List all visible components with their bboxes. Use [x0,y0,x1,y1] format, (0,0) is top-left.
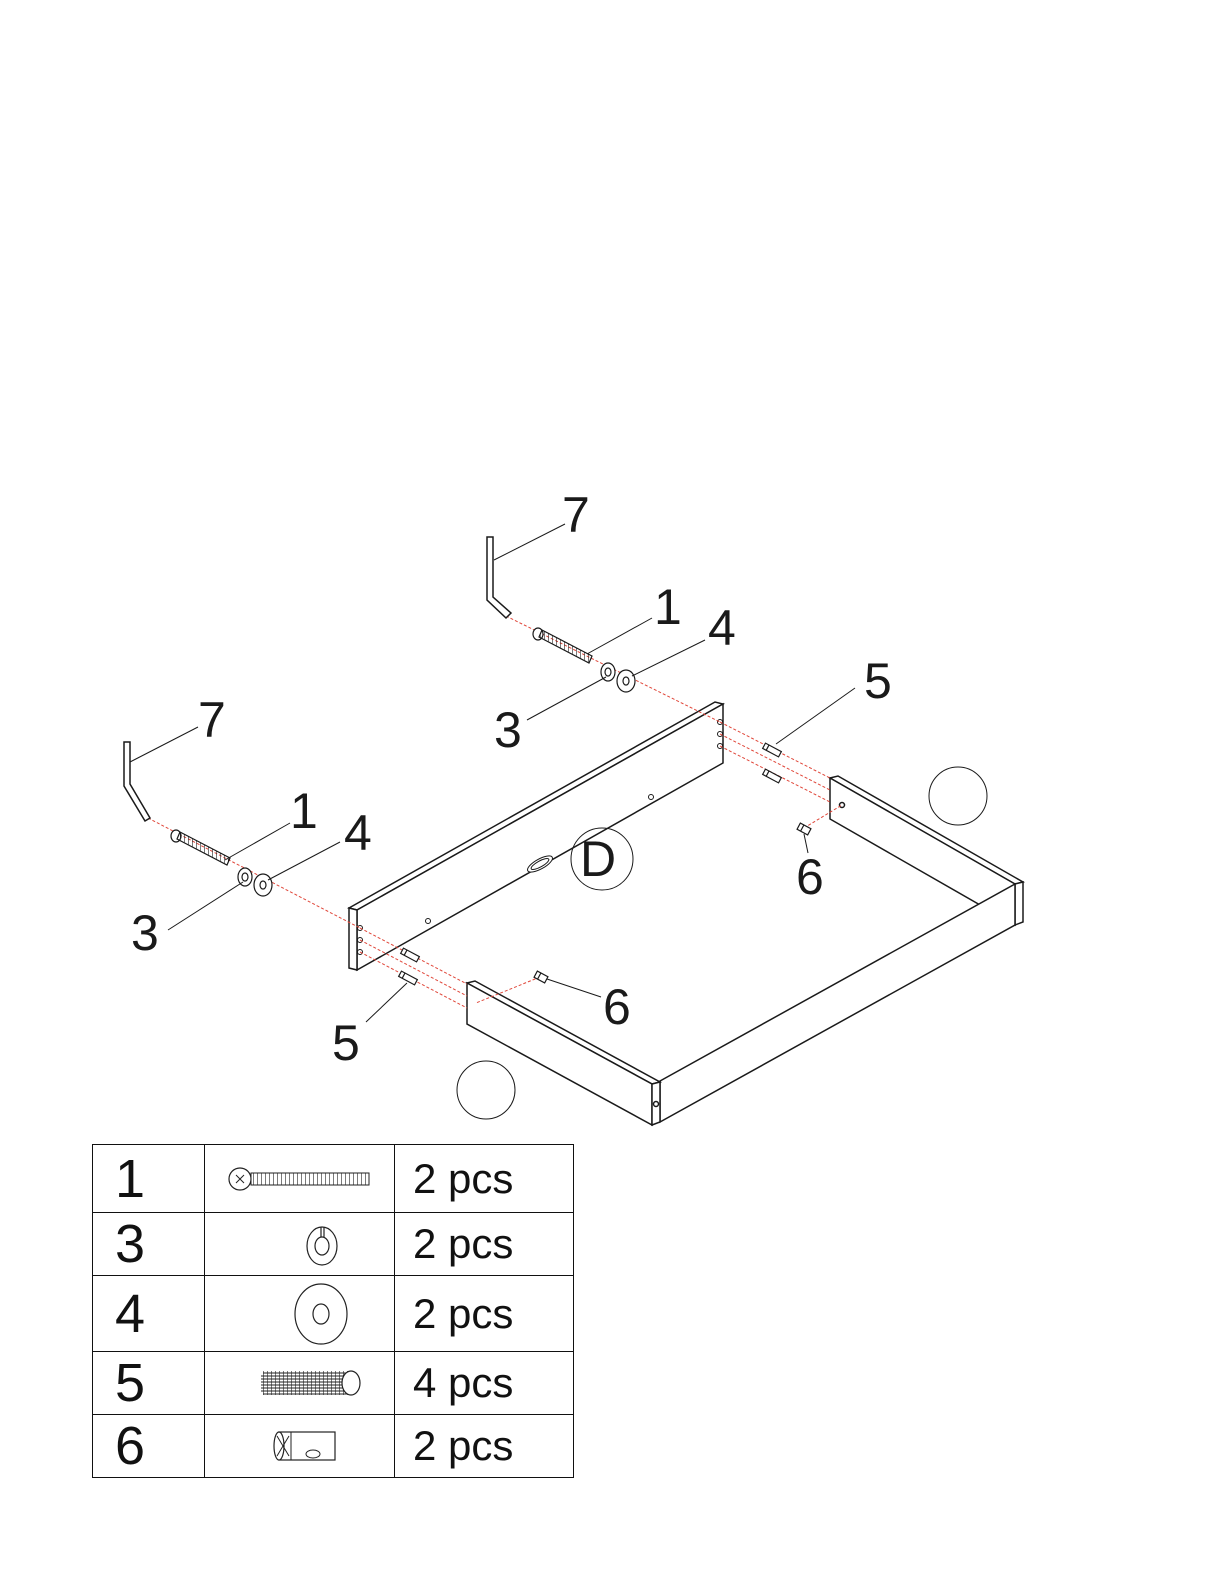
flat-washer-top [617,670,635,692]
callout-barrel-nut-right: 6 [796,849,824,905]
part-image-cell [205,1213,395,1276]
part-quantity: 2 pcs [395,1145,574,1213]
callout-dowel-left: 5 [332,1015,360,1071]
part-number: 6 [93,1415,205,1478]
table-row: 5 4 pcs [93,1352,574,1415]
part-quantity: 2 pcs [395,1276,574,1352]
part-number: 1 [93,1145,205,1213]
front-rail [660,884,1015,1122]
parts-table: 1 2 pcs 3 2 pcs 4 [92,1144,574,1478]
callout-bolt-left: 1 [290,783,318,839]
callout-hex-key-top: 7 [562,487,590,543]
assembly-guide-lines [148,616,842,1008]
bolt-icon [225,1164,375,1194]
circle-label-d: D [580,831,616,887]
callout-flat-washer-top: 4 [708,600,736,656]
part-image-cell [205,1352,395,1415]
barrel-nut-icon [273,1428,343,1464]
callout-flat-washer-left: 4 [344,805,372,861]
callout-lock-washer-left: 3 [131,905,159,961]
wood-dowel-icon [259,1368,363,1398]
flat-washer-icon [291,1281,351,1347]
callout-barrel-nut-left: 6 [603,979,631,1035]
part-quantity: 2 pcs [395,1213,574,1276]
bolt-left [171,830,230,865]
callout-hex-key-left: 7 [198,692,226,748]
dowel [401,948,420,962]
part-quantity: 4 pcs [395,1352,574,1415]
part-quantity: 2 pcs [395,1415,574,1478]
dowel [763,769,782,783]
part-image-cell [205,1276,395,1352]
rear-rail [349,702,723,970]
part-number: 5 [93,1352,205,1415]
table-row: 6 2 pcs [93,1415,574,1478]
callout-dowel-right: 5 [864,653,892,709]
part-number: 3 [93,1213,205,1276]
left-side-board [467,981,660,1125]
table-row: 3 2 pcs [93,1213,574,1276]
lock-washer-icon [297,1219,347,1269]
hex-key-top [487,537,511,618]
bolt-top [533,628,592,663]
callout-bolt-top: 1 [654,579,682,635]
part-image-cell [205,1145,395,1213]
part-image-cell [205,1415,395,1478]
flat-washer-left [254,874,272,896]
callout-lock-washer-top: 3 [494,702,522,758]
dowel [763,743,782,757]
part-number: 4 [93,1276,205,1352]
table-row: 4 2 pcs [93,1276,574,1352]
dowel [399,971,418,985]
table-row: 1 2 pcs [93,1145,574,1213]
